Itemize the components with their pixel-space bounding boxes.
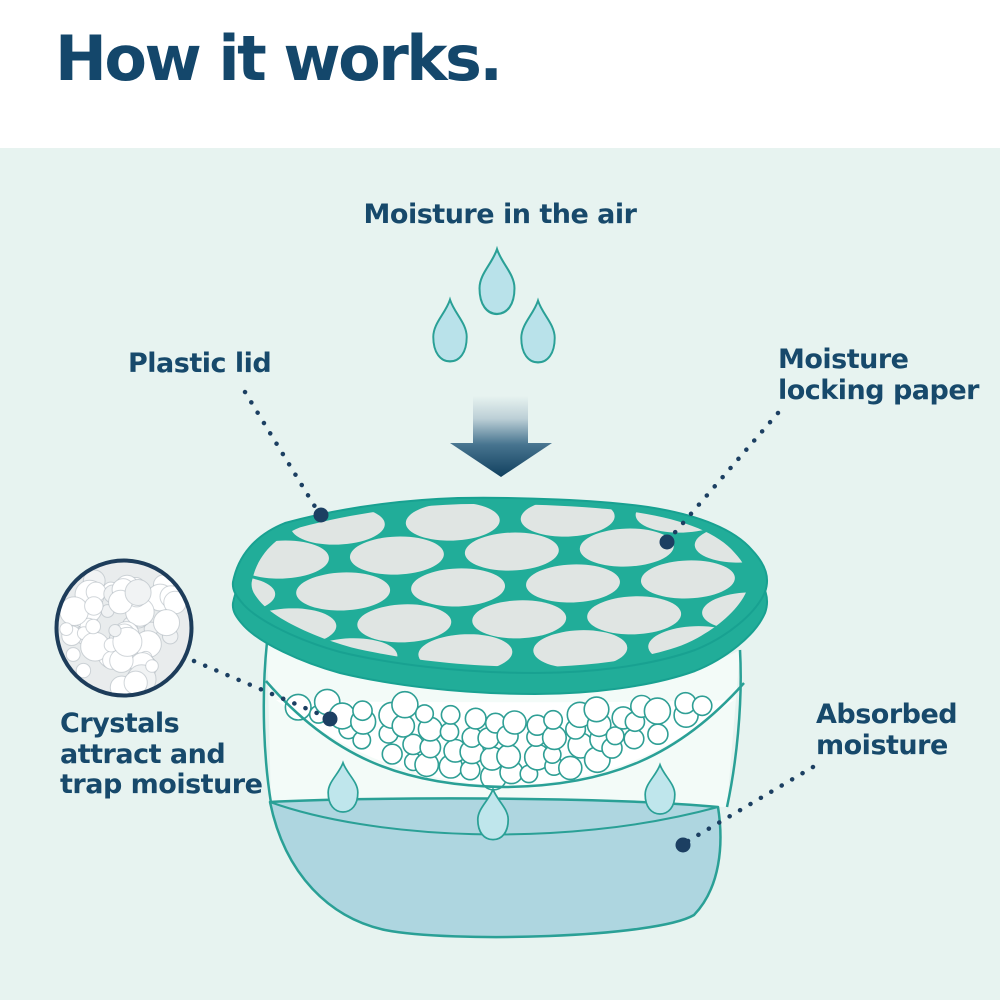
absorbed-water-graphic (268, 797, 722, 939)
leader-line-plastic-lid (242, 389, 320, 513)
header-band (0, 0, 1000, 148)
crystals-inset-photo (54, 558, 194, 698)
leader-line-absorbed (685, 764, 816, 844)
down-arrow-icon (450, 396, 552, 477)
leader-line-crystals (191, 658, 327, 719)
anchor-dot-absorbed (675, 837, 691, 853)
air-water-drop-icons (432, 247, 556, 364)
water-drop-icon (520, 299, 556, 364)
label-moisture-locking-paper: Moisture locking paper (778, 344, 979, 406)
page-title: How it works. (55, 22, 503, 95)
plastic-lid-graphic (231, 496, 769, 695)
anchor-dot-crystals (322, 711, 338, 727)
label-plastic-lid: Plastic lid (128, 348, 272, 379)
anchor-dot-plastic-lid (313, 507, 329, 523)
label-absorbed-moisture: Absorbed moisture (816, 699, 958, 761)
water-drop-icon (432, 298, 468, 363)
crystals-layer-graphic (265, 680, 745, 791)
label-crystals: Crystals attract and trap moisture (60, 708, 263, 800)
label-moisture-in-air: Moisture in the air (363, 199, 637, 230)
water-drop-icon (478, 247, 516, 316)
anchor-dot-locking-paper (659, 534, 675, 550)
